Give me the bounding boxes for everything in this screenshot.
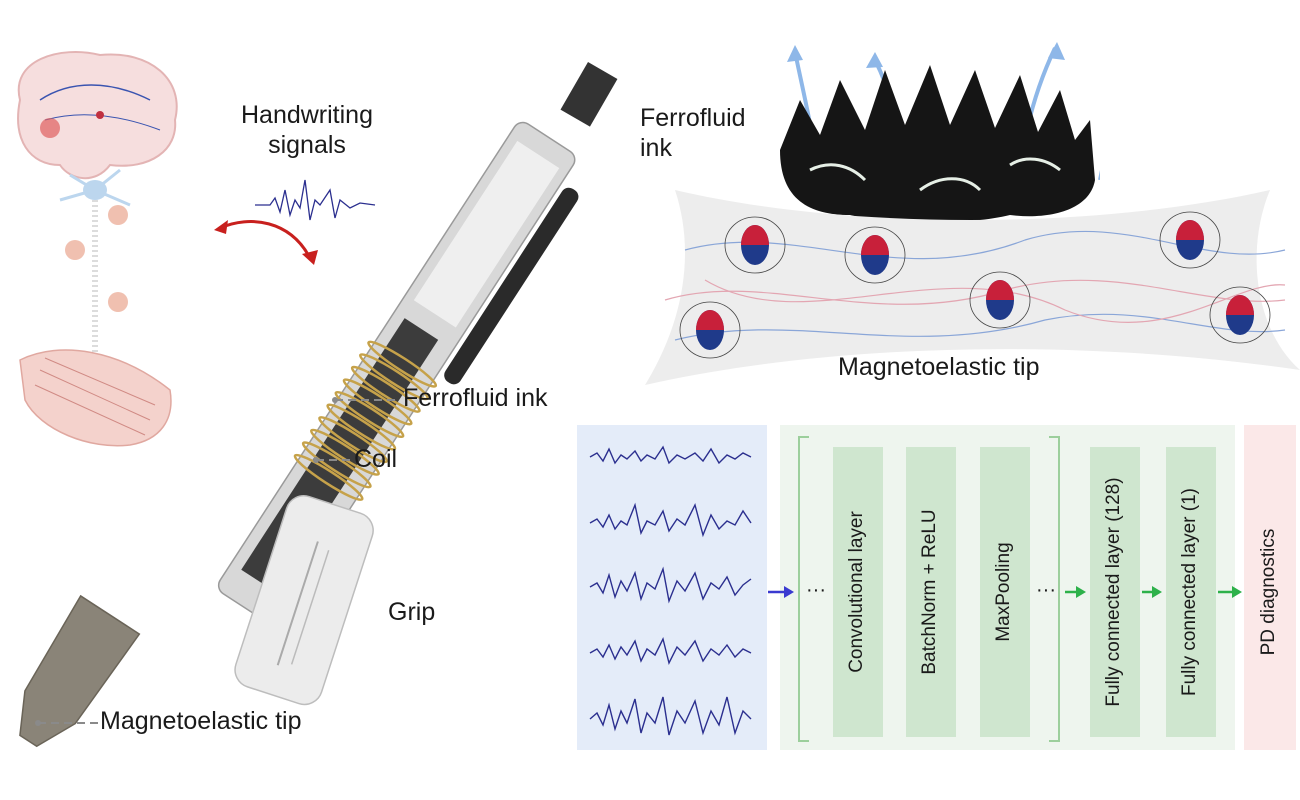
layer-bracket bbox=[798, 436, 1060, 742]
magnetoelastic-membrane bbox=[645, 190, 1300, 385]
hand-icon bbox=[19, 349, 172, 447]
ellipsis-right: ··· bbox=[1036, 579, 1056, 601]
ferrofluid-ink-top-label: Ferrofluid ink bbox=[640, 103, 746, 163]
handwriting-signal-trace bbox=[255, 179, 376, 221]
pen-clip bbox=[444, 187, 579, 385]
ferrofluid-ink-top-line2: ink bbox=[640, 134, 672, 162]
ferrofluid-ink-top-line1: Ferrofluid bbox=[640, 104, 746, 132]
arrow-to-output bbox=[1232, 586, 1242, 598]
pipeline-arrows bbox=[768, 586, 1242, 598]
magnetoelastic-tip-top-label: Magnetoelastic tip bbox=[838, 353, 1040, 381]
ellipsis-left: ··· bbox=[806, 579, 826, 601]
signal-trace-3 bbox=[589, 566, 752, 604]
magnetoelastic-tip-pen-label: Magnetoelastic tip bbox=[100, 707, 302, 735]
signal-arrow-graphic bbox=[214, 179, 376, 265]
arrow-to-fc1 bbox=[1152, 586, 1162, 598]
arrow-to-fc128 bbox=[1076, 586, 1086, 598]
signal-trace-5 bbox=[589, 696, 752, 736]
signal-trace-4 bbox=[589, 636, 752, 666]
layer-box-batchnorm bbox=[906, 447, 956, 737]
ferrofluid-illustration bbox=[780, 42, 1100, 223]
layer-box-fc128 bbox=[1090, 447, 1140, 737]
magnetoelastic-tip-piece bbox=[19, 594, 141, 748]
neural-pathway-illustration bbox=[17, 51, 178, 447]
pen-illustration bbox=[19, 61, 618, 748]
handwriting-signals-line1: Handwriting bbox=[240, 101, 373, 129]
coil-label: Coil bbox=[354, 445, 398, 473]
layer-box-conv bbox=[833, 447, 883, 737]
ferrofluid-blob bbox=[780, 65, 1095, 223]
output-label-pd-diagnostics: PD diagnostics bbox=[1258, 528, 1279, 656]
handwriting-signals-line2: signals bbox=[268, 131, 346, 159]
layer-box-maxpool bbox=[980, 447, 1030, 737]
handwriting-signals-label: Handwriting signals bbox=[222, 100, 392, 160]
ferrofluid-ink-pen-label: Ferrofluid ink bbox=[403, 384, 548, 412]
input-signal-traces bbox=[589, 445, 752, 736]
pen-cap-piece bbox=[560, 61, 618, 127]
signal-trace-1 bbox=[589, 445, 752, 465]
input-signals-panel bbox=[577, 425, 767, 750]
signal-trace-2 bbox=[589, 502, 752, 538]
coil-icon bbox=[293, 340, 438, 501]
output-panel bbox=[1244, 425, 1296, 750]
magnet-particles bbox=[696, 220, 1254, 350]
bidirectional-arrow bbox=[219, 220, 312, 259]
layer-box-fc1 bbox=[1166, 447, 1216, 737]
grip-label: Grip bbox=[388, 598, 436, 626]
grip-piece bbox=[234, 495, 374, 706]
arrow-input bbox=[784, 586, 794, 598]
magnetoelastic-tip-illustration bbox=[645, 190, 1300, 385]
